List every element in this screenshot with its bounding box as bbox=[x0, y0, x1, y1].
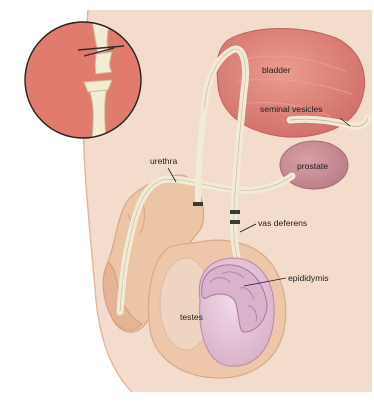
label-bladder: bladder bbox=[262, 65, 291, 75]
cut-mark-upper bbox=[230, 210, 240, 214]
cut-mark-left bbox=[193, 202, 203, 206]
label-epididymis: epididymis bbox=[288, 273, 329, 283]
label-testes: testes bbox=[180, 312, 203, 322]
label-seminal-vesicles: seminal vesicles bbox=[260, 104, 323, 114]
label-prostate: prostate bbox=[297, 161, 328, 171]
label-vas-deferens: vas deferens bbox=[258, 218, 307, 228]
cut-mark-lower bbox=[230, 220, 240, 224]
vasectomy-cut-duct-inset bbox=[25, 20, 141, 140]
inset-duct-mid bbox=[95, 52, 112, 74]
inset-duct-end bbox=[84, 80, 112, 92]
label-urethra: urethra bbox=[150, 156, 177, 166]
